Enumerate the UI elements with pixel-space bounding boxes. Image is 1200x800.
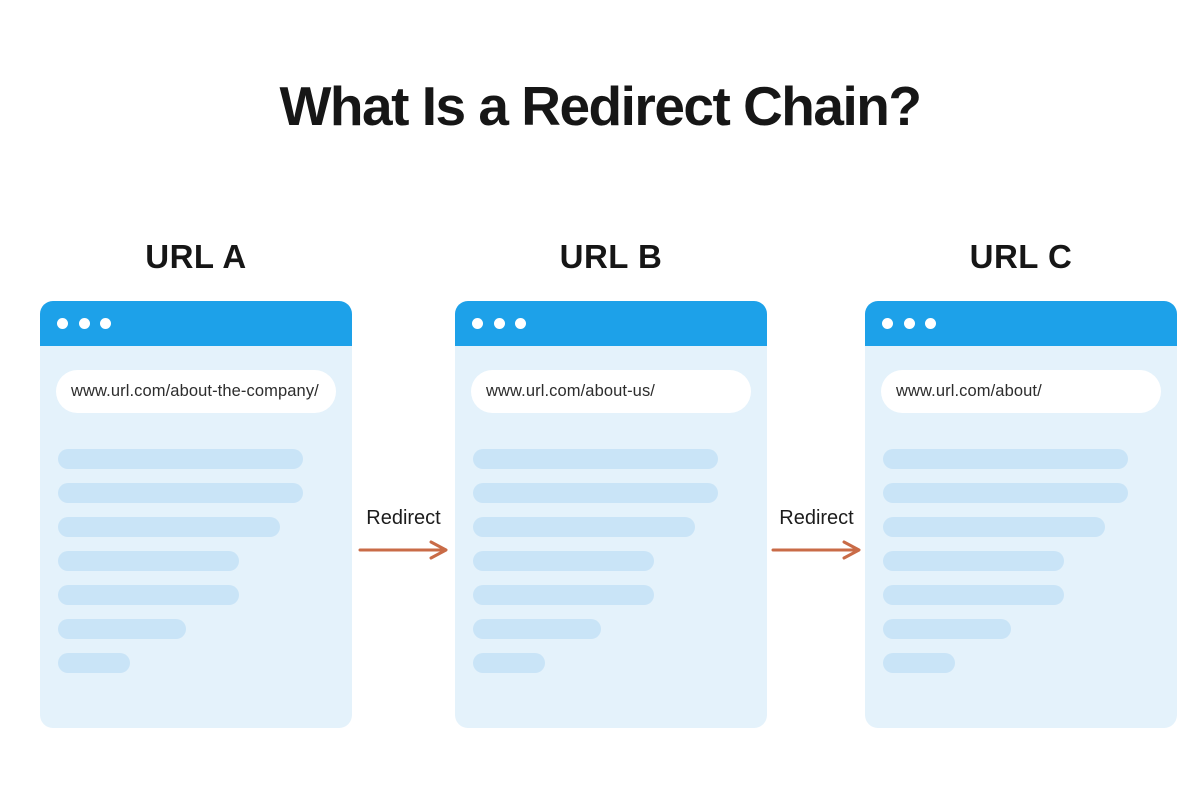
window-dot-icon (903, 318, 915, 329)
window-dot-icon (925, 318, 936, 329)
content-placeholder (56, 449, 336, 673)
content-placeholder-line (883, 653, 956, 673)
url-c-label: URL C (969, 238, 1073, 275)
browser-titlebar (865, 301, 1177, 346)
browser-page-body: www.url.com/about/ (865, 346, 1177, 728)
window-dot-icon (493, 318, 505, 329)
window-dot-icon (57, 318, 68, 329)
window-dot-icon (515, 318, 526, 329)
content-placeholder-line (473, 619, 601, 639)
window-dot-icon (78, 318, 90, 329)
window-dot-icon (472, 318, 483, 329)
browser-titlebar (455, 301, 767, 346)
redirect-arrow-icon (771, 540, 860, 560)
content-placeholder (881, 449, 1161, 673)
redirect-connector-2: Redirect (765, 507, 868, 561)
address-bar: www.url.com/about-the-company/ (56, 370, 336, 413)
address-bar: www.url.com/about/ (881, 370, 1161, 413)
browser-titlebar (40, 301, 352, 346)
content-placeholder-line (473, 551, 654, 571)
browser-window-b: www.url.com/about-us/ (455, 301, 767, 728)
content-placeholder-line (473, 517, 696, 537)
content-placeholder-line (58, 619, 186, 639)
window-dot-icon (100, 318, 111, 329)
url-b-column: URL B www.url.com/about-us/ (455, 240, 767, 728)
url-text: www.url.com/about/ (896, 382, 1042, 400)
content-placeholder-line (473, 449, 718, 469)
content-placeholder-line (58, 585, 239, 605)
redirect-label: Redirect (779, 507, 854, 529)
address-bar: www.url.com/about-us/ (471, 370, 751, 413)
content-placeholder-line (883, 517, 1106, 537)
content-placeholder-line (58, 517, 281, 537)
content-placeholder-line (58, 449, 303, 469)
content-placeholder-line (883, 585, 1064, 605)
content-placeholder-line (58, 551, 239, 571)
browser-page-body: www.url.com/about-the-company/ (40, 346, 352, 728)
page-title: What Is a Redirect Chain? (279, 75, 922, 137)
url-text: www.url.com/about-the-company/ (71, 382, 319, 400)
content-placeholder-line (473, 653, 546, 673)
content-placeholder-line (883, 551, 1064, 571)
content-placeholder-line (883, 449, 1128, 469)
url-a-column: URL A www.url.com/about-the-company/ (40, 240, 352, 728)
content-placeholder-line (883, 619, 1011, 639)
url-a-label: URL A (145, 238, 247, 275)
content-placeholder-line (473, 585, 654, 605)
window-dot-icon (882, 318, 893, 329)
browser-window-a: www.url.com/about-the-company/ (40, 301, 352, 728)
content-placeholder (471, 449, 751, 673)
content-placeholder-line (473, 483, 718, 503)
content-placeholder-line (58, 483, 303, 503)
browser-window-c: www.url.com/about/ (865, 301, 1177, 728)
browser-page-body: www.url.com/about-us/ (455, 346, 767, 728)
content-placeholder-line (58, 653, 131, 673)
redirect-label: Redirect (366, 507, 441, 529)
redirect-arrow-icon (358, 540, 447, 560)
url-c-column: URL C www.url.com/about/ (865, 240, 1177, 728)
url-text: www.url.com/about-us/ (486, 382, 655, 400)
content-placeholder-line (883, 483, 1128, 503)
redirect-connector-1: Redirect (352, 507, 455, 561)
url-b-label: URL B (559, 238, 663, 275)
